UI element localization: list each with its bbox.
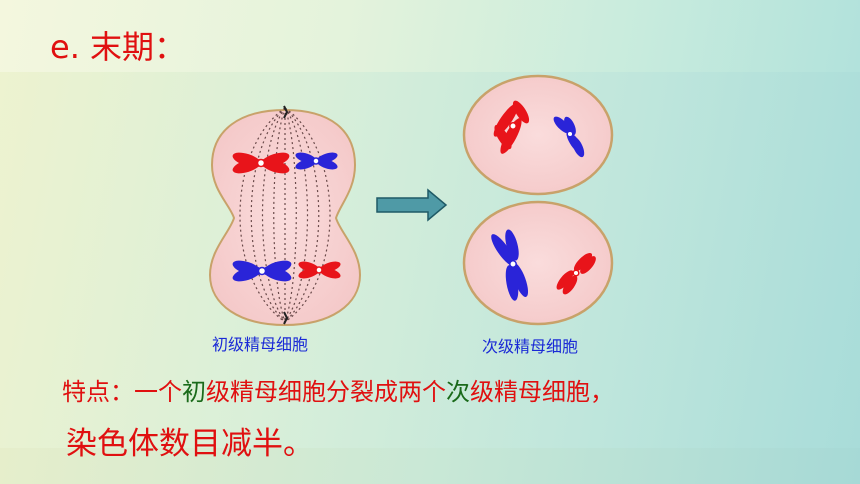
feature-text-a: 特点：一个 bbox=[62, 378, 182, 406]
chromosome-blue-bottom bbox=[232, 260, 292, 282]
chromosome-blue-daughter-top bbox=[553, 116, 585, 158]
page-title: e. 末期： bbox=[50, 28, 187, 66]
feature-text-primary: 初 bbox=[182, 378, 206, 406]
centrosome-bottom bbox=[283, 311, 289, 325]
title-band bbox=[0, 0, 860, 72]
chromosome-blue-top bbox=[295, 152, 338, 170]
footer-band bbox=[0, 448, 860, 484]
daughter-cell-top bbox=[462, 74, 614, 196]
feature-text-secondary: 次 bbox=[446, 378, 470, 406]
chromosome-blue-daughter-bottom bbox=[491, 229, 529, 301]
feature-description-line1: 特点：一个初级精母细胞分裂成两个次级精母细胞， bbox=[62, 372, 614, 407]
chromosome-red-bottom bbox=[298, 261, 341, 279]
chromosome-red-top bbox=[232, 152, 290, 174]
secondary-spermatocyte-label: 次级精母细胞 bbox=[482, 337, 579, 356]
centrosome-top bbox=[283, 105, 289, 119]
daughter-cell-bottom bbox=[462, 200, 614, 326]
spindle-fibers bbox=[239, 107, 331, 323]
feature-text-c: 级精母细胞， bbox=[470, 378, 614, 406]
chromosome-red-daughter-top bbox=[493, 100, 530, 154]
right-arrow-icon bbox=[376, 188, 448, 222]
chromosome-red-daughter-bottom bbox=[556, 252, 596, 295]
dividing-cell bbox=[208, 105, 362, 327]
primary-spermatocyte-label: 初级精母细胞 bbox=[212, 335, 309, 354]
feature-description-line2: 染色体数目减半。 bbox=[66, 426, 314, 462]
feature-text-b: 级精母细胞分裂成两个 bbox=[206, 378, 446, 406]
